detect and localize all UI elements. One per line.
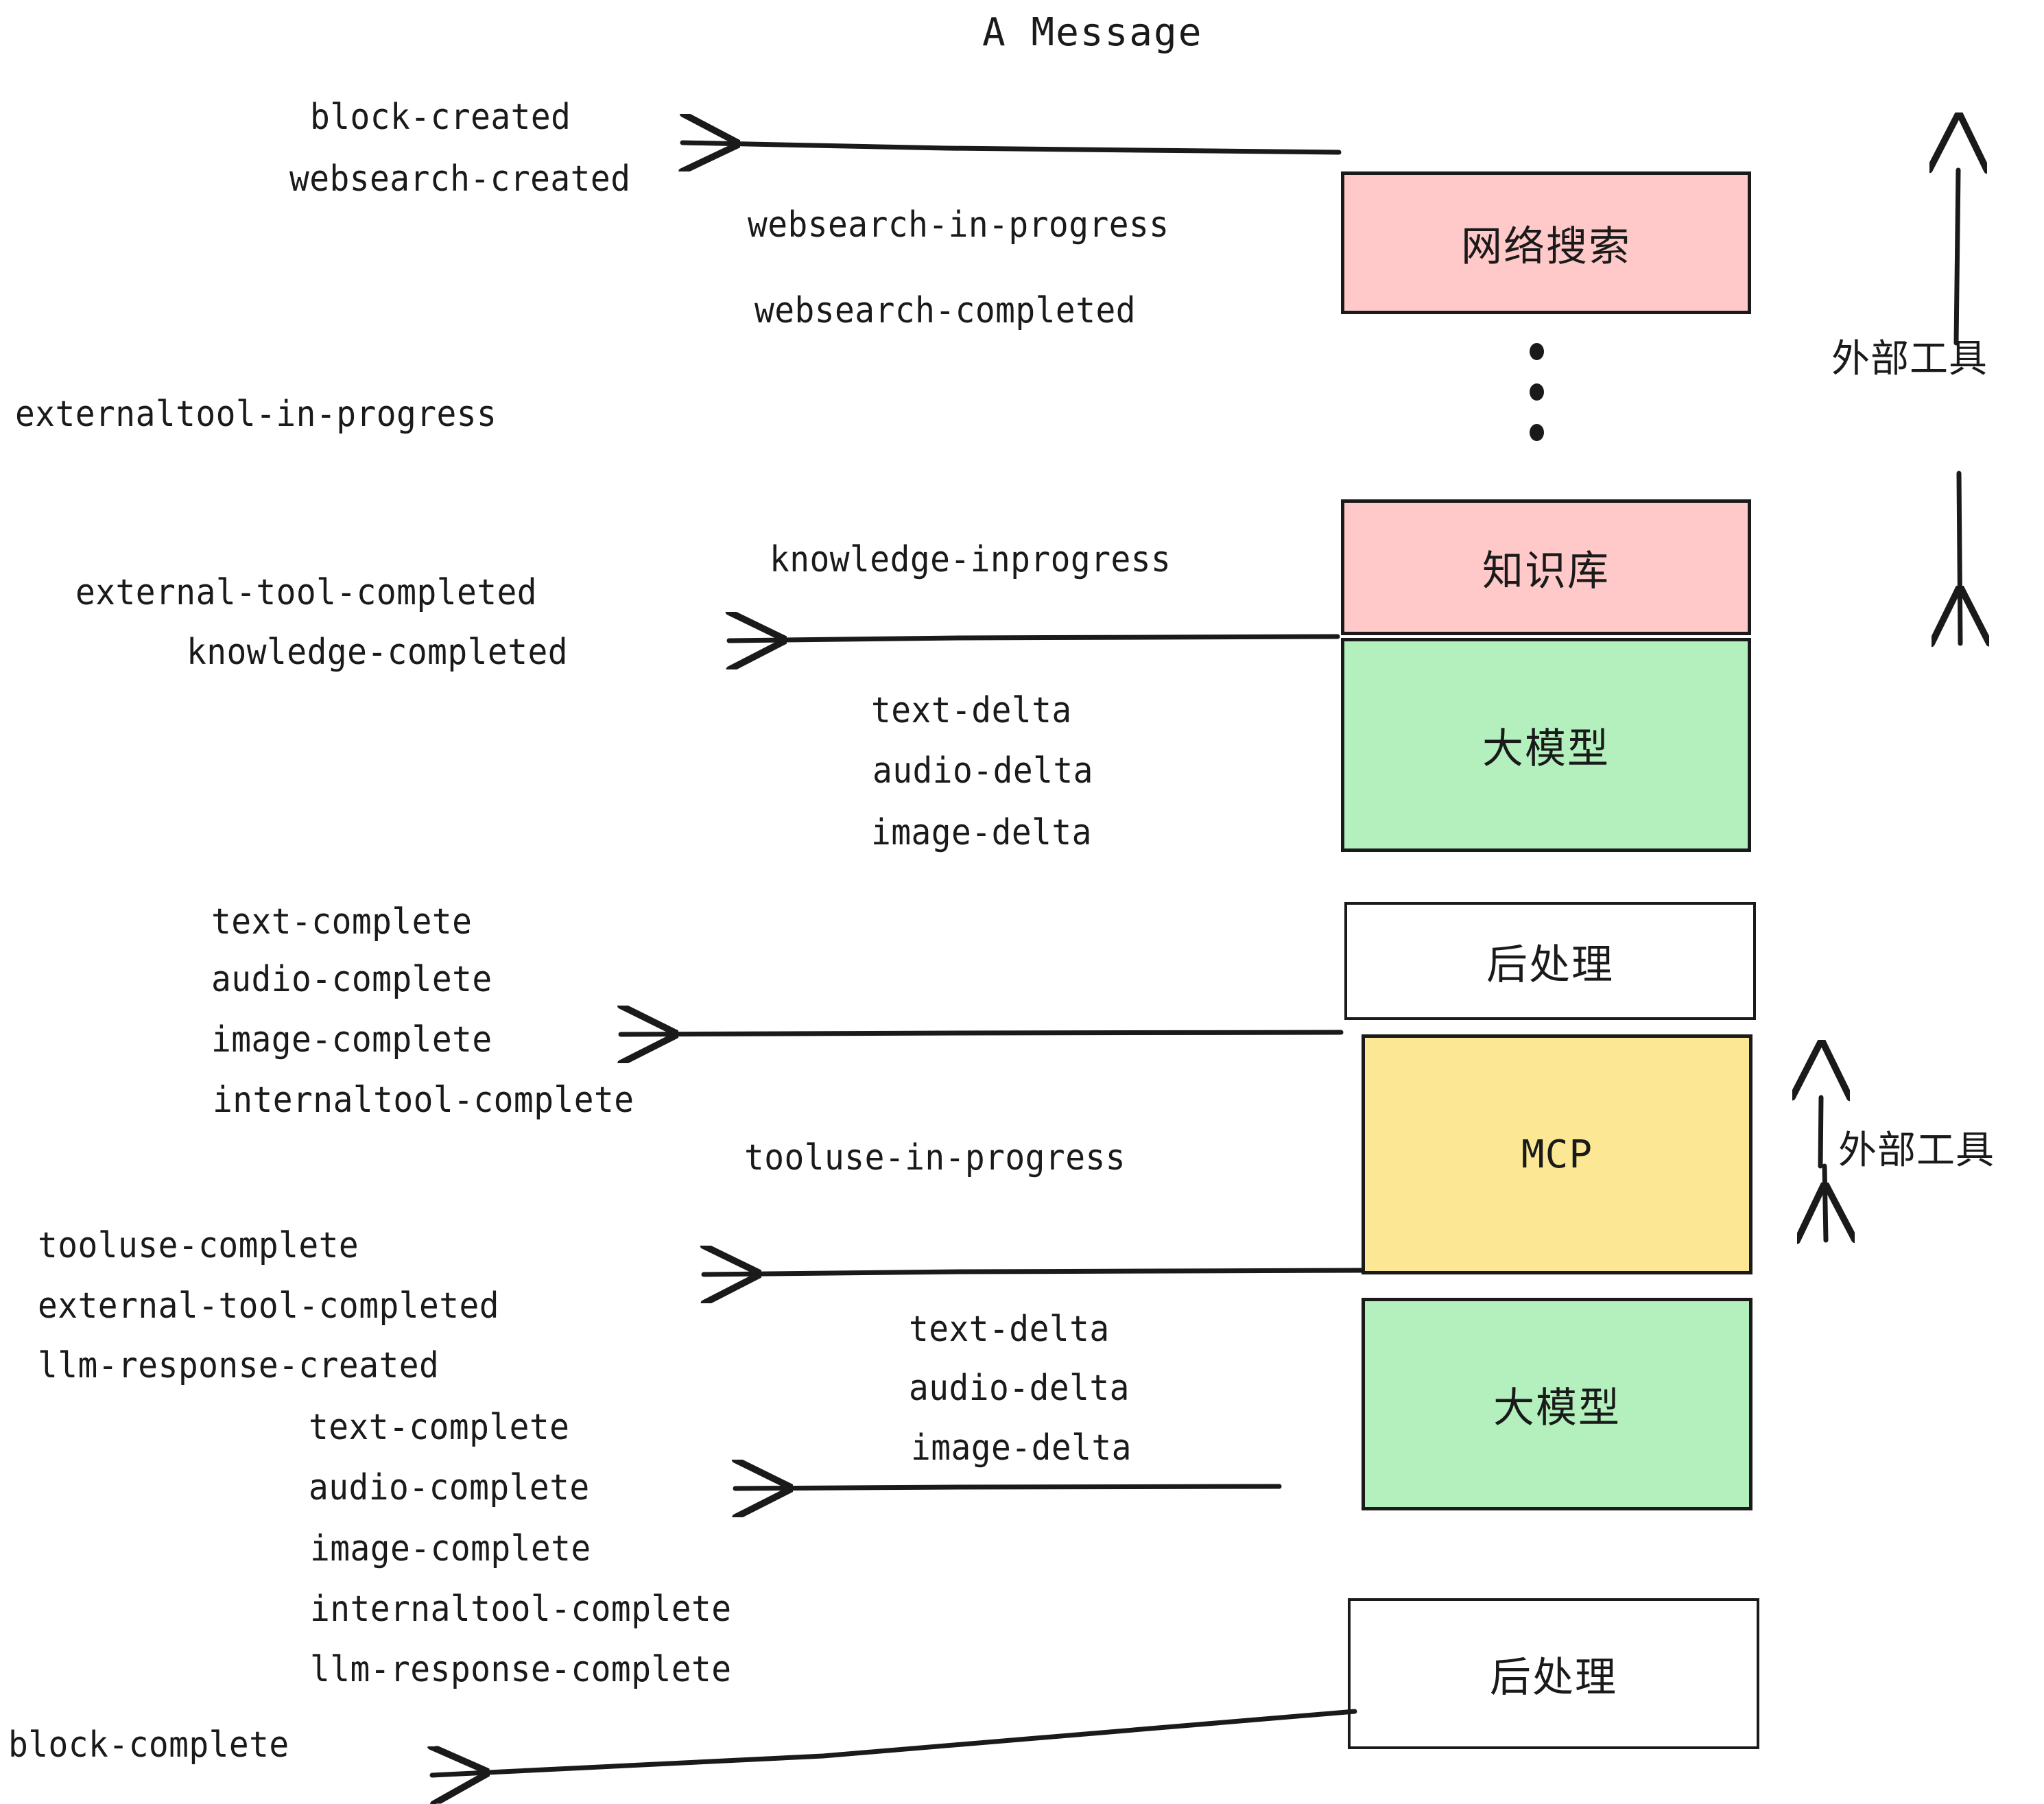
component-box-postprocess-1-label: 后处理 (1486, 940, 1614, 989)
arrow-external-tools-bottom-up (1820, 1097, 1821, 1169)
event-label-knowledge-inprogress: knowledge-inprogress (770, 539, 1172, 580)
event-label-websearch-created: websearch-created (289, 158, 631, 200)
arrow-llm2-to-left (735, 1486, 1282, 1488)
arrow-external-tools-top-down (1959, 471, 1960, 643)
event-label-external-tool-completed-1: external-tool-completed (75, 572, 538, 613)
event-label-text-complete-1: text-complete (211, 901, 473, 942)
event-label-text-delta-2: text-delta (909, 1309, 1110, 1350)
event-label-internaltool-complete-1: internaltool-complete (213, 1080, 634, 1121)
event-label-block-created: block-created (310, 97, 571, 138)
event-label-llm-response-created: llm-response-created (38, 1345, 440, 1386)
component-box-knowledge-label: 知识库 (1482, 547, 1610, 595)
arrow-external-tools-bottom-down (1825, 1163, 1826, 1240)
event-label-audio-delta-1: audio-delta (872, 750, 1093, 792)
component-box-websearch[interactable]: 网络搜索 (1341, 171, 1751, 314)
side-label-external-tools-top: 外部工具 (1831, 337, 1988, 381)
component-box-llm-1-label: 大模型 (1482, 724, 1610, 773)
event-label-image-delta-2: image-delta (911, 1427, 1132, 1469)
event-label-websearch-in-progress: websearch-in-progress (748, 204, 1169, 246)
arrow-postprocess2-to-block-complete (432, 1709, 1357, 1775)
event-label-external-tool-completed-2: external-tool-completed (38, 1285, 500, 1327)
vertical-ellipsis (1530, 343, 1544, 441)
arrow-mcp-to-left (704, 1270, 1364, 1274)
event-label-image-delta-1: image-delta (871, 812, 1092, 853)
component-box-mcp[interactable]: MCP (1362, 1034, 1752, 1274)
event-label-audio-complete-2: audio-complete (309, 1467, 590, 1508)
arrow-postprocess1-to-left (621, 1032, 1344, 1034)
component-box-knowledge[interactable]: 知识库 (1341, 499, 1751, 635)
event-label-internaltool-complete-2: internaltool-complete (310, 1589, 732, 1630)
diagram-title: A Message (982, 10, 1203, 55)
component-box-mcp-label: MCP (1521, 1132, 1593, 1177)
event-label-audio-delta-2: audio-delta (909, 1368, 1130, 1409)
event-label-text-delta-1: text-delta (871, 690, 1072, 731)
component-box-llm-2[interactable]: 大模型 (1362, 1298, 1752, 1510)
event-label-block-complete: block-complete (8, 1724, 289, 1766)
event-label-image-complete-2: image-complete (310, 1528, 591, 1569)
event-label-audio-complete-1: audio-complete (211, 959, 492, 1000)
event-label-tooluse-in-progress: tooluse-in-progress (744, 1137, 1126, 1178)
event-label-externaltool-in-progress: externaltool-in-progress (15, 394, 497, 435)
event-label-knowledge-completed: knowledge-completed (187, 632, 568, 673)
component-box-websearch-label: 网络搜索 (1461, 222, 1631, 271)
component-box-postprocess-2-label: 后处理 (1490, 1653, 1617, 1702)
component-box-llm-2-label: 大模型 (1493, 1384, 1621, 1432)
arrow-knowledge-to-left (729, 637, 1340, 641)
event-label-llm-response-complete: llm-response-complete (310, 1649, 732, 1690)
component-box-llm-1[interactable]: 大模型 (1341, 638, 1751, 852)
arrow-websearch-to-left (682, 143, 1342, 152)
event-label-tooluse-complete: tooluse-complete (38, 1225, 359, 1266)
event-label-websearch-completed: websearch-completed (754, 290, 1136, 331)
arrow-external-tools-top-up (1956, 170, 1958, 346)
event-label-image-complete-1: image-complete (211, 1019, 492, 1060)
component-box-postprocess-2[interactable]: 后处理 (1348, 1598, 1759, 1749)
side-label-external-tools-bottom: 外部工具 (1838, 1128, 1995, 1173)
component-box-postprocess-1[interactable]: 后处理 (1344, 902, 1756, 1020)
event-label-text-complete-2: text-complete (309, 1407, 570, 1448)
